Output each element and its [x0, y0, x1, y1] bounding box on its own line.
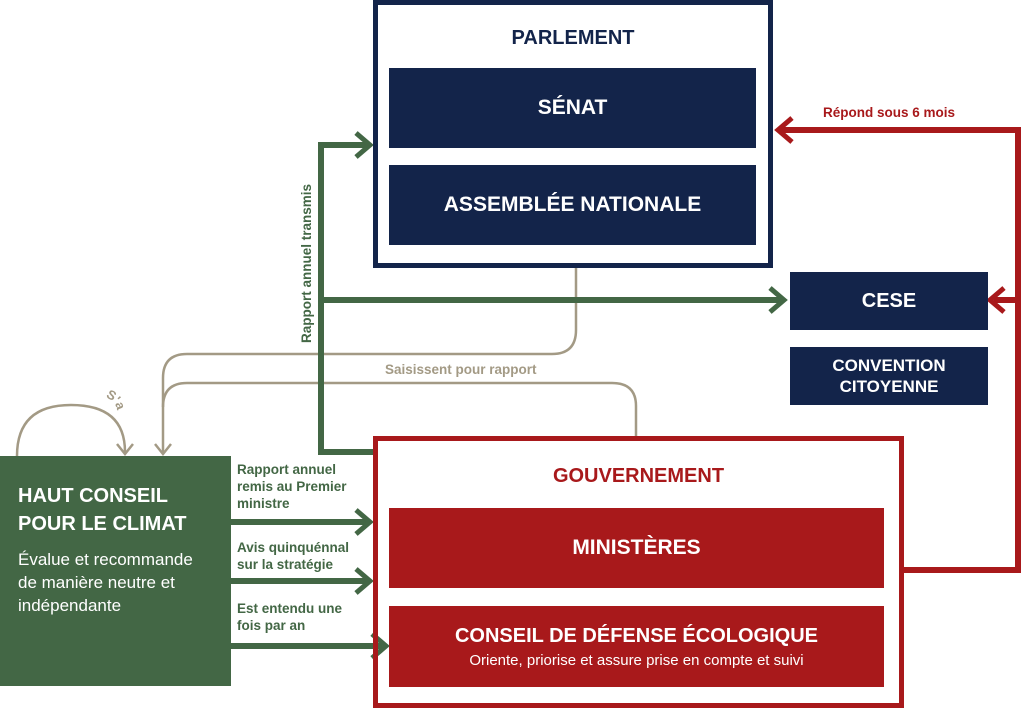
- hcc-desc: Évalue et recommande de manière neutre e…: [18, 550, 193, 615]
- autosaisit-label: S'autosaisit: [0, 0, 129, 412]
- autosaisit-arc: [15, 403, 127, 457]
- assemblee-box: ASSEMBLÉE NATIONALE: [389, 165, 756, 245]
- arrowhead: [116, 443, 172, 457]
- saisine-line-gouvernement: [161, 381, 638, 436]
- parlement-title: PARLEMENT: [511, 27, 635, 49]
- conseil-desc: Oriente, priorise et assure prise en com…: [469, 651, 804, 669]
- saisissent-label: Saisissent pour rapport: [385, 362, 537, 377]
- conseil-defense-box: CONSEIL DE DÉFENSE ÉCOLOGIQUE Oriente, p…: [389, 606, 884, 687]
- rapport-transmis-label: Rapport annuel transmis: [299, 183, 314, 343]
- ministeres-box: MINISTÈRES: [389, 508, 884, 588]
- repond-label: Répond sous 6 mois: [823, 105, 956, 120]
- gouvernement-title: GOUVERNEMENT: [552, 465, 725, 487]
- avis-label: Avis quinquénnal sur la stratégie: [237, 540, 350, 572]
- parlement-box: PARLEMENT: [373, 0, 773, 268]
- saisine-line-parlement: [161, 267, 578, 452]
- convention-line1: CONVENTION: [832, 356, 946, 375]
- convention-box: CONVENTION CITOYENNE: [790, 347, 988, 405]
- gouvernement-box: GOUVERNEMENT: [373, 436, 904, 708]
- rapport-remis-label: Rapport annuel remis au Premier ministre: [237, 462, 347, 511]
- hcc-box: HAUT CONSEIL POUR LE CLIMAT Évalue et re…: [0, 456, 231, 686]
- hcc-title2: POUR LE CLIMAT: [18, 513, 187, 535]
- conseil-title: CONSEIL DE DÉFENSE ÉCOLOGIQUE: [454, 624, 819, 647]
- repond-line: [780, 127, 1021, 573]
- entendu-label: Est entendu une fois par an: [237, 601, 343, 633]
- cese-box: CESE: [790, 272, 988, 330]
- senat-box: SÉNAT: [389, 68, 756, 148]
- convention-line2: CITOYENNE: [839, 377, 939, 396]
- hcc-title1: HAUT CONSEIL: [18, 485, 168, 507]
